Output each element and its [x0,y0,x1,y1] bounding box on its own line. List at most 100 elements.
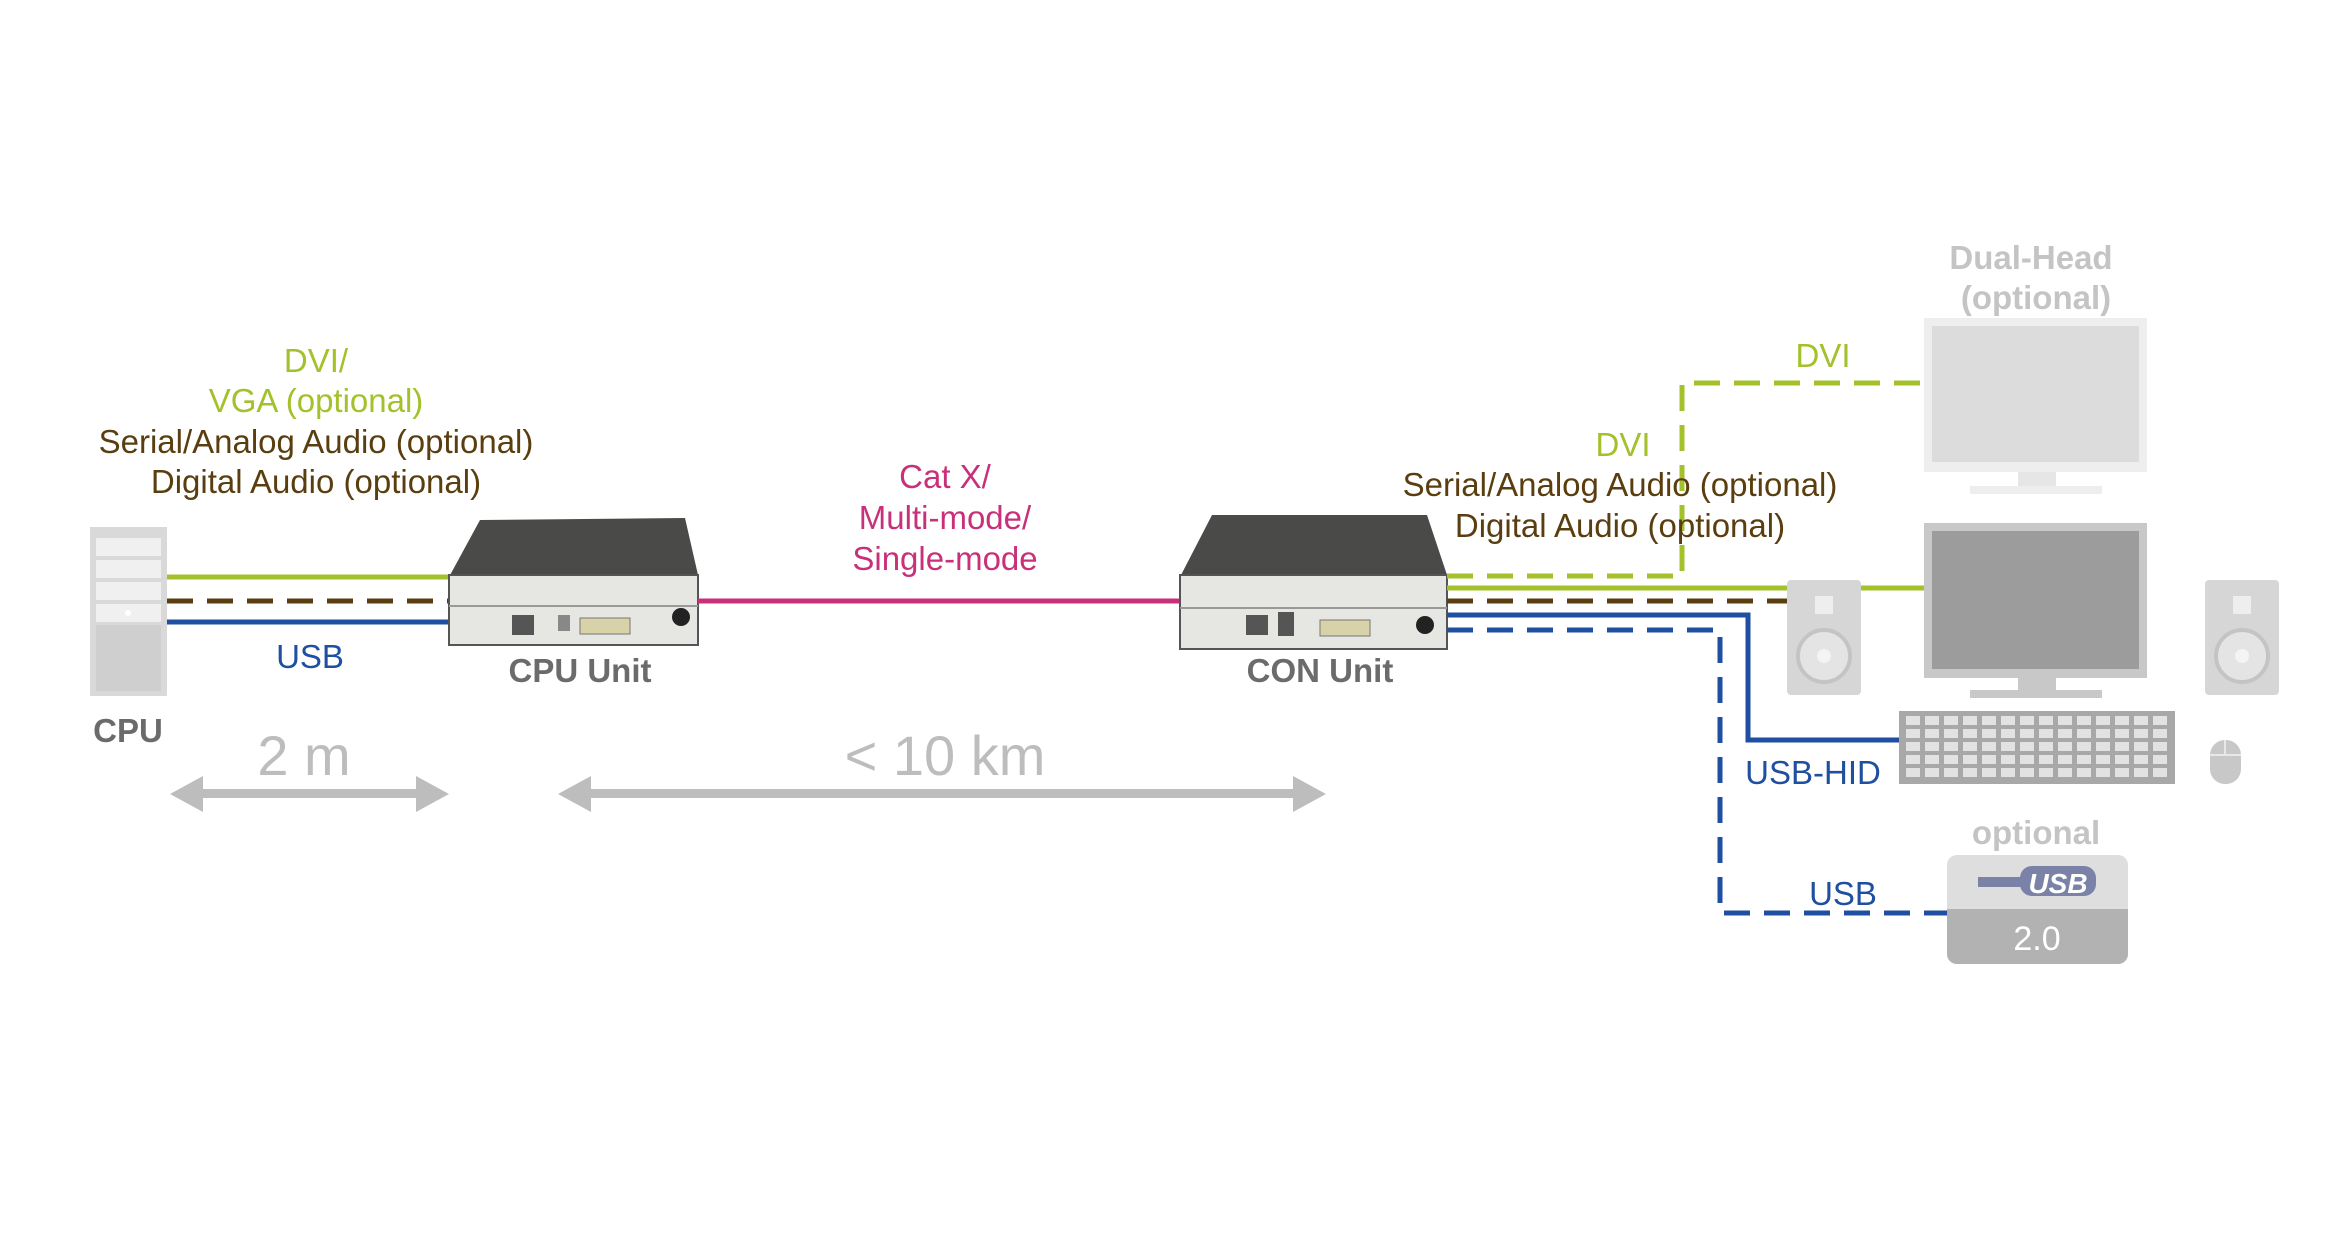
keyboard-key [2020,729,2034,738]
keyboard-key [1982,729,1996,738]
keyboard-key [1982,716,1996,725]
keyboard-key [2001,742,2015,751]
keyboard-key [2058,729,2072,738]
keyboard-key [2058,742,2072,751]
distance-10km-label: < 10 km [845,724,1046,787]
keyboard-key [2134,755,2148,764]
link-multimode-label: Multi-mode/ [859,499,1032,536]
keyboard-key [2020,755,2034,764]
keyboard-icon [1899,711,2175,784]
keyboard-key [2134,768,2148,777]
usb-logo-text: USB [2028,868,2087,899]
keyboard-key [2039,729,2053,738]
keyboard-key [2001,768,2015,777]
keyboard-key [2058,768,2072,777]
cpu-label: CPU [93,712,163,749]
keyboard-key [1906,742,1920,751]
keyboard-key [1963,729,1977,738]
keyboard-key [2115,742,2129,751]
dual-head-title: Dual-Head [1949,239,2112,276]
keyboard-key [1982,755,1996,764]
keyboard-key [2115,755,2129,764]
keyboard-key [2115,716,2129,725]
keyboard-key [1925,755,1939,764]
dual-head-dvi-cable [1447,380,1924,579]
keyboard-key [2096,742,2110,751]
keyboard-key [2077,768,2091,777]
link-catx-label: Cat X/ [899,458,992,495]
keyboard-key [2077,742,2091,751]
keyboard-key [2058,755,2072,764]
cpu-unit-device [448,518,699,646]
cpu-dvi-label: DVI/ [284,342,349,379]
keyboard-key [2039,768,2053,777]
usb-hid-cable [1447,612,1899,743]
cpu-usb-label: USB [276,638,344,675]
keyboard-key [1944,768,1958,777]
con-unit-device [1179,515,1448,650]
keyboard-key [1963,716,1977,725]
keyboard-key [2115,768,2129,777]
keyboard-key [1963,768,1977,777]
distance-2m-label: 2 m [257,724,350,787]
keyboard-key [1925,729,1939,738]
keyboard-key [1982,768,1996,777]
keyboard-key [2153,742,2167,751]
keyboard-key [2001,755,2015,764]
mouse-icon [2210,740,2241,784]
keyboard-key [2058,716,2072,725]
keyboard-key [1944,716,1958,725]
keyboard-key [2096,755,2110,764]
cpu-vga-label: VGA (optional) [209,382,424,419]
keyboard-key [2134,729,2148,738]
keyboard-key [2020,742,2034,751]
keyboard-key [1906,729,1920,738]
con-usb-label: USB [1809,875,1877,912]
con-serial-audio-label: Serial/Analog Audio (optional) [1403,466,1838,503]
cpu-tower-icon [90,527,167,696]
usb-2-logo: USB 2.0 [1947,855,2128,964]
usb-optional-label: optional [1972,814,2100,851]
speaker-left-icon [1787,580,1861,695]
keyboard-key [2134,716,2148,725]
con-unit-label: CON Unit [1247,652,1394,689]
keyboard-key [2096,729,2110,738]
usb-version: 2.0 [2013,920,2060,958]
keyboard-key [2096,716,2110,725]
keyboard-key [2001,716,2015,725]
keyboard-key [2039,755,2053,764]
keyboard-key [2153,716,2167,725]
keyboard-key [1925,716,1939,725]
keyboard-key [2020,716,2034,725]
keyboard-key [2153,755,2167,764]
keyboard-key [2039,742,2053,751]
cpu-unit-label: CPU Unit [509,652,652,689]
dual-head-monitor-icon [1924,318,2147,494]
keyboard-key [2077,729,2091,738]
keyboard-key [1944,755,1958,764]
keyboard-key [1925,768,1939,777]
cpu-digital-audio-label: Digital Audio (optional) [151,463,481,500]
keyboard-key [2096,768,2110,777]
dimension-arrow-2m [170,776,449,812]
keyboard-key [2153,768,2167,777]
keyboard-key [1944,729,1958,738]
keyboard-key [1906,755,1920,764]
keyboard-key [2115,729,2129,738]
keyboard-key [1963,742,1977,751]
keyboard-key [1925,742,1939,751]
dual-head-optional: (optional) [1961,279,2111,316]
keyboard-key [1944,742,1958,751]
link-singlemode-label: Single-mode [852,540,1037,577]
keyboard-key [2134,742,2148,751]
keyboard-key [1906,768,1920,777]
dimension-arrow-10km [558,776,1326,812]
monitor-icon [1924,523,2147,698]
keyboard-key [2020,768,2034,777]
cpu-serial-audio-label: Serial/Analog Audio (optional) [99,423,534,460]
keyboard-key [2153,729,2167,738]
keyboard-key [2077,716,2091,725]
usb-cable [1447,627,1947,916]
speaker-right-icon [2205,580,2279,695]
